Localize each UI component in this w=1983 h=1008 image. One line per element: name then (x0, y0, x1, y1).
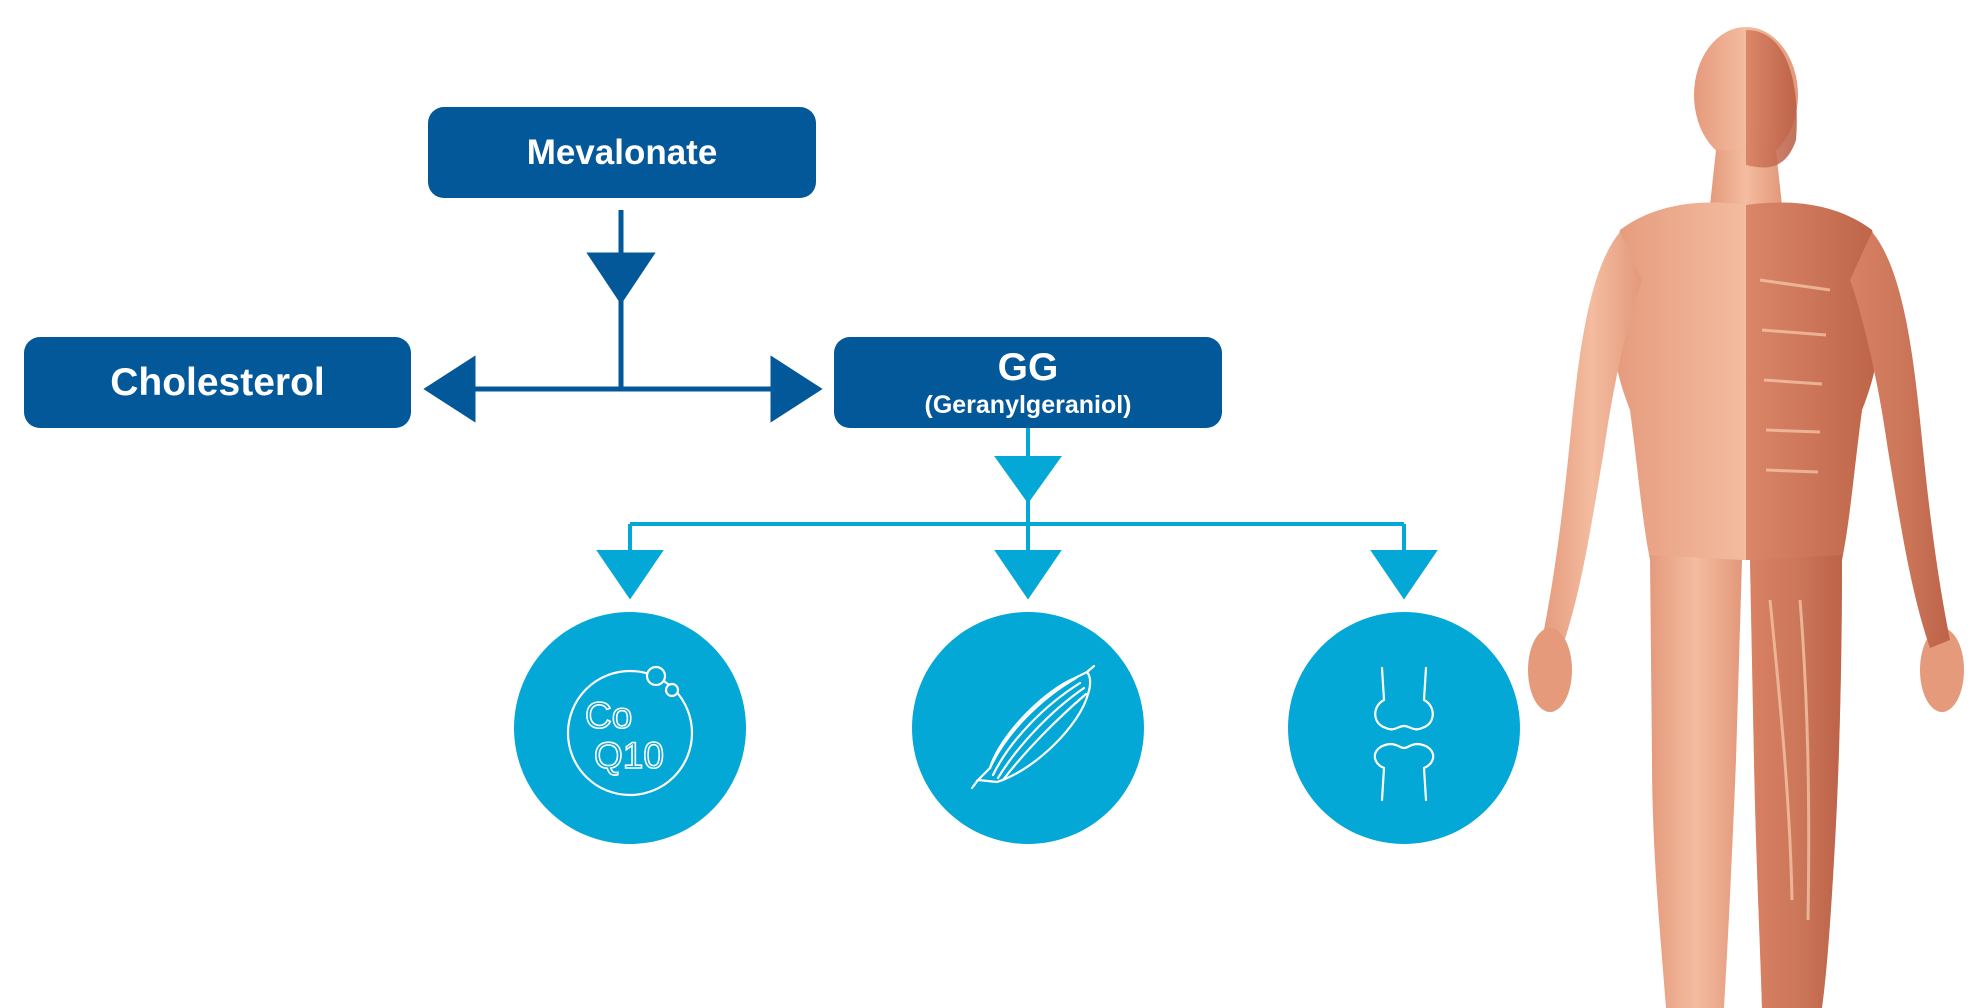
arrow-down-from-gg (994, 456, 1062, 504)
light-connectors (596, 428, 1438, 600)
arrow-to-joint (1370, 550, 1438, 600)
joint-icon (1373, 666, 1435, 802)
dark-connectors (423, 210, 823, 423)
cholesterol-label: Cholesterol (110, 360, 325, 404)
gg-title: GG (997, 345, 1059, 389)
muscle-icon (970, 664, 1096, 790)
coq10-icon: Co Q10 (566, 665, 694, 797)
joint-circle (1288, 612, 1520, 844)
human-anatomy-figure (1528, 27, 1964, 1008)
mevalonate-node: Mevalonate (428, 107, 816, 198)
coq10-circle: Co Q10 (514, 612, 746, 844)
arrow-to-muscle (994, 550, 1062, 600)
coq10-line1: Co (585, 695, 632, 736)
mevalonate-label: Mevalonate (526, 132, 718, 172)
cholesterol-node: Cholesterol (24, 337, 411, 428)
muscle-half (1746, 30, 1950, 1008)
coq10-line2: Q10 (594, 735, 664, 776)
arrow-left-to-cholesterol (423, 355, 476, 423)
arrow-right-to-gg (770, 355, 823, 423)
arrow-down-to-branch (586, 252, 656, 305)
arrow-to-coq10 (596, 550, 664, 600)
muscle-circle (912, 612, 1144, 844)
gg-node: GG (Geranylgeraniol) (834, 337, 1222, 428)
gg-subtitle: (Geranylgeraniol) (924, 390, 1132, 419)
